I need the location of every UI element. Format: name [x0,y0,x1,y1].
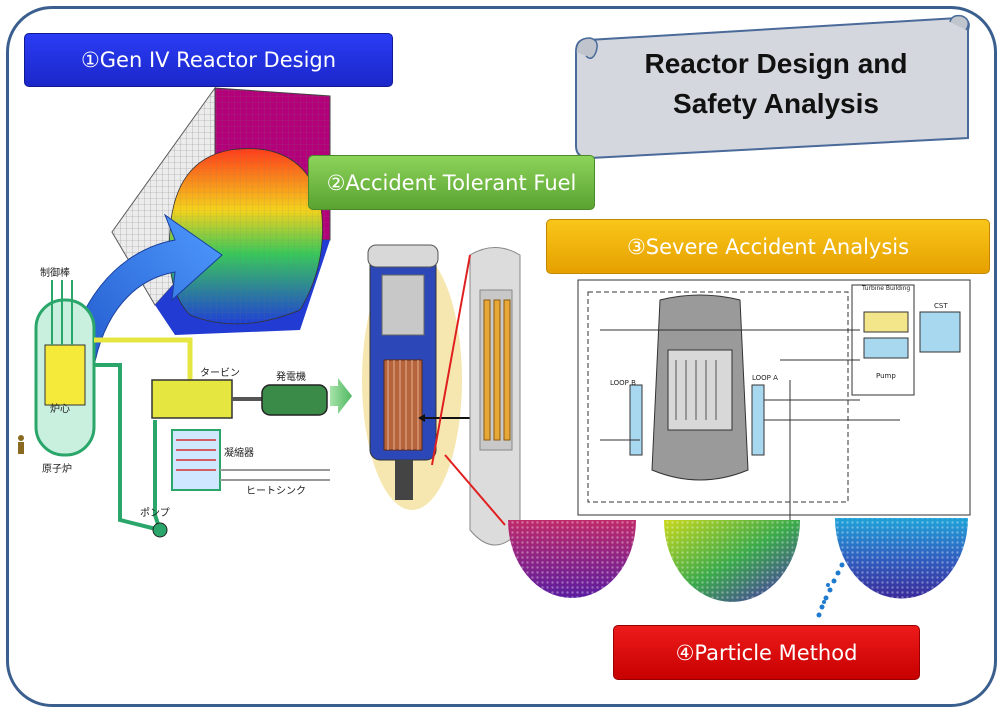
turbine-building-label: Turbine Building [861,285,910,292]
topic-particle-method: ④Particle Method [613,625,920,680]
topic-severe-accident-analysis: ③Severe Accident Analysis [546,219,990,274]
power-distribution-plot [111,86,331,335]
scroll-title-line2: Safety Analysis [673,88,879,119]
scroll-title: Reactor Design and Safety Analysis [596,44,956,124]
particle-bowls [508,518,968,618]
pump-schematic-label: Pump [876,372,896,380]
core-label: 炉心 [50,403,70,415]
fuel-assembly [431,247,521,546]
turbine-label: タービン [200,367,240,379]
pump-label: ポンプ [140,507,170,519]
plant-diagram [18,280,330,538]
condenser-label: 凝縮器 [224,446,254,459]
severe-accident-schematic [577,279,971,520]
reactor-label: 原子炉 [42,463,72,475]
topic-gen-iv-reactor-design: ①Gen IV Reactor Design [24,33,393,87]
green-arrow [330,378,352,414]
loop-a-label: LOOP A [752,374,778,382]
atf-vessel-cutaway [362,244,470,510]
loop-b-label: LOOP B [610,379,636,387]
generator-label: 発電機 [276,370,306,383]
topic-accident-tolerant-fuel: ②Accident Tolerant Fuel [308,155,595,210]
scroll-title-line1: Reactor Design and [644,48,908,79]
heat-sink-label: ヒートシンク [246,485,306,497]
control-rod-label: 制御棒 [40,266,70,279]
cst-label: CST [934,302,948,310]
